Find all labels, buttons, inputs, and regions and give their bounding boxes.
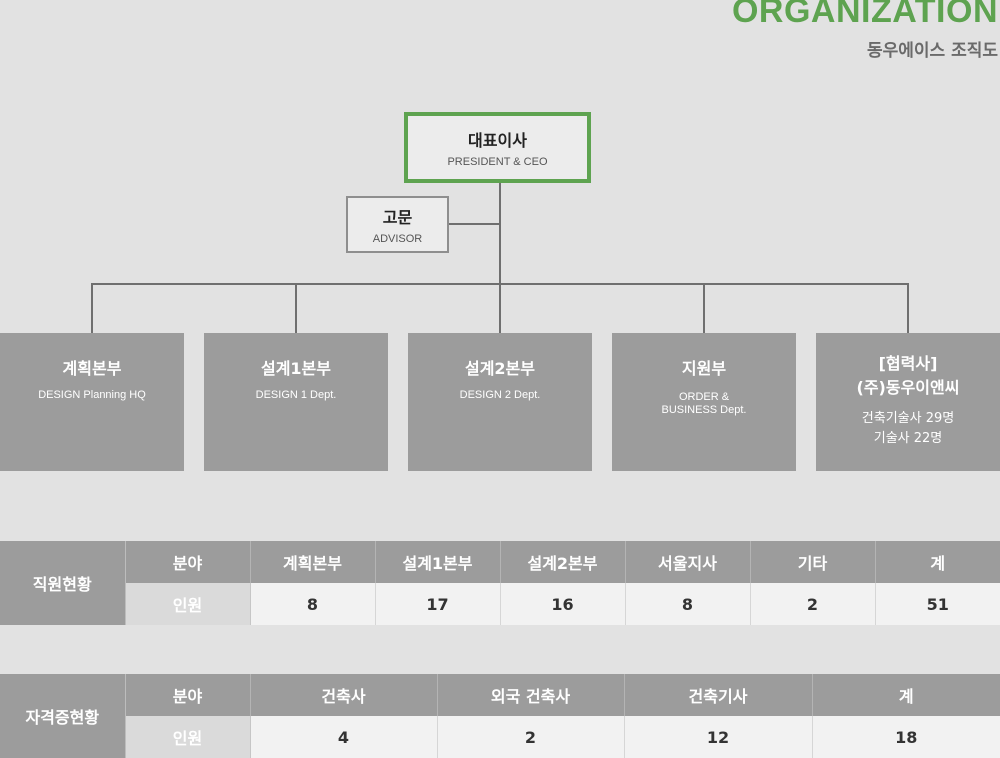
table-cell: 8 — [625, 583, 751, 625]
department-box-support: 지원부 ORDER & BUSINESS Dept. — [612, 333, 796, 471]
table-header-cell: 계 — [812, 674, 1000, 716]
table-row: 인원 8 17 16 8 2 51 — [0, 583, 1000, 625]
partner-detail-1: 건축기술사 29명 — [861, 411, 955, 426]
table-header-cell: 계획본부 — [250, 541, 376, 583]
table-row-label: 인원 — [125, 583, 251, 625]
page-subtitle: 동우에이스 조직도 — [866, 41, 998, 61]
table-header-row: 자격증현황 분야 건축사 외국 건축사 건축기사 계 — [0, 674, 1000, 758]
department-box-planning: 계획본부 DESIGN Planning HQ — [0, 333, 184, 471]
partner-label: [협력사] — [878, 354, 938, 373]
table-header-cell: 계 — [875, 541, 1000, 583]
connector-advisor — [449, 223, 500, 225]
table-header-cell: 서울지사 — [625, 541, 751, 583]
connector-dept-5 — [907, 283, 909, 333]
table-header-cell: 외국 건축사 — [437, 674, 625, 716]
department-name-en-line2: BUSINESS Dept. — [661, 404, 747, 416]
table-cell: 17 — [375, 583, 501, 625]
department-name-en: DESIGN 2 Dept. — [459, 389, 541, 401]
department-box-design2: 설계2본부 DESIGN 2 Dept. — [408, 333, 592, 471]
table-cell: 16 — [500, 583, 626, 625]
table-cell: 2 — [750, 583, 876, 625]
department-name: 지원부 — [681, 359, 727, 378]
connector-dept-2 — [295, 283, 297, 333]
table-header-cell: 설계2본부 — [500, 541, 626, 583]
table-row: 인원 4 2 12 18 — [0, 716, 1000, 758]
table-header-cell: 설계1본부 — [375, 541, 501, 583]
department-name: 설계1본부 — [260, 359, 331, 378]
table-cell: 51 — [875, 583, 1000, 625]
table-header-cell: 건축사 — [250, 674, 438, 716]
department-name-en: DESIGN 1 Dept. — [255, 389, 337, 401]
page-title: ORGANIZATION — [731, 0, 998, 30]
connector-dept-3 — [499, 283, 501, 333]
table-header-row: 직원현황 분야 계획본부 설계1본부 설계2본부 서울지사 기타 계 — [0, 541, 1000, 625]
connector-ceo-trunk — [499, 183, 501, 284]
staff-table-title: 직원현황 — [0, 541, 126, 625]
department-name: 설계2본부 — [464, 359, 535, 378]
table-header-cell: 기타 — [750, 541, 876, 583]
president-box: 대표이사 PRESIDENT & CEO — [404, 112, 591, 183]
department-name-en: DESIGN Planning HQ — [38, 389, 146, 401]
partner-detail-2: 기술사 22명 — [873, 431, 943, 446]
table-header-cell: 분야 — [125, 541, 251, 583]
table-cell: 4 — [250, 716, 438, 758]
table-cell: 12 — [624, 716, 813, 758]
table-header-cell: 건축기사 — [624, 674, 813, 716]
president-name: 대표이사 — [468, 131, 527, 150]
table-cell: 8 — [250, 583, 376, 625]
partner-details: 건축기술사 29명 기술사 22명 — [816, 409, 1000, 449]
staff-status-table: 직원현황 분야 계획본부 설계1본부 설계2본부 서울지사 기타 계 인원 8 … — [0, 541, 1000, 625]
table-cell: 2 — [437, 716, 625, 758]
connector-dept-1 — [91, 283, 93, 333]
advisor-name: 고문 — [382, 208, 413, 227]
certification-status-table: 자격증현황 분야 건축사 외국 건축사 건축기사 계 인원 4 2 12 18 — [0, 674, 1000, 758]
table-header-cell: 분야 — [125, 674, 251, 716]
department-name-en: ORDER & BUSINESS Dept. — [612, 391, 796, 417]
advisor-name-en: ADVISOR — [372, 233, 423, 245]
department-box-partner: [협력사] (주)동우이앤씨 건축기술사 29명 기술사 22명 — [816, 333, 1000, 471]
cert-table-title: 자격증현황 — [0, 674, 126, 758]
partner-name: (주)동우이앤씨 — [856, 378, 960, 397]
department-name-en-line1: ORDER & — [678, 391, 730, 403]
department-name: 계획본부 — [62, 359, 122, 378]
table-cell: 18 — [812, 716, 1000, 758]
president-name-en: PRESIDENT & CEO — [447, 156, 548, 168]
connector-dept-4 — [703, 283, 705, 333]
department-box-design1: 설계1본부 DESIGN 1 Dept. — [204, 333, 388, 471]
table-row-label: 인원 — [125, 716, 251, 758]
advisor-box: 고문 ADVISOR — [346, 196, 449, 253]
